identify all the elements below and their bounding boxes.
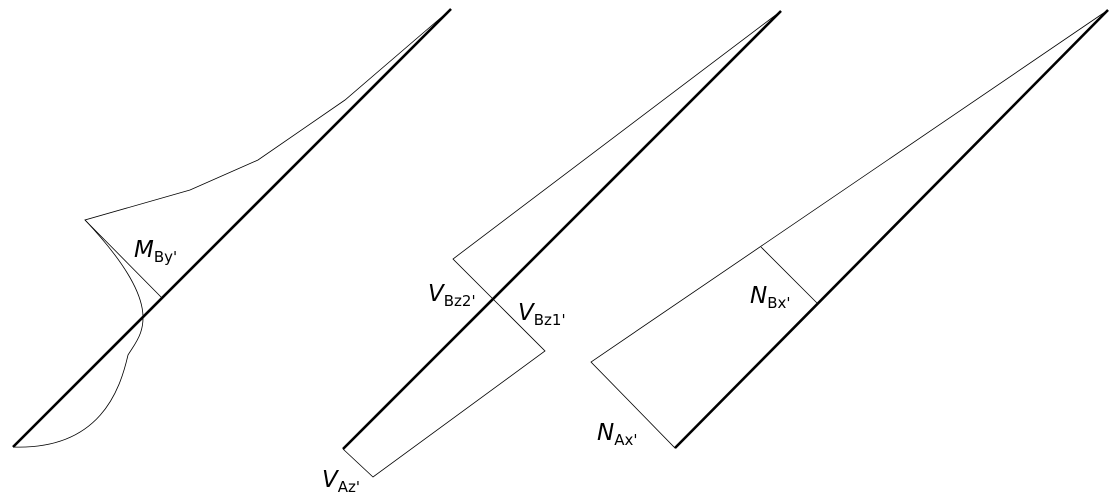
- shear-label-bz2-main: V: [428, 281, 446, 307]
- normal-ordinate-bx: [760, 246, 819, 305]
- shear-label-bz1-main: V: [518, 300, 536, 326]
- moment-label-main: M: [134, 237, 154, 263]
- shear-label-bz1-sub: Bz1': [534, 311, 566, 329]
- normal-diagram: NBx' NAx': [590, 9, 1109, 449]
- normal-label-ax: NAx': [597, 420, 637, 449]
- normal-label-bx: NBx': [750, 283, 791, 312]
- shear-member-axis: [342, 10, 782, 450]
- normal-label-ax-sub: Ax': [614, 431, 637, 449]
- shear-label-az-sub: Az': [338, 478, 360, 496]
- moment-label: MBy': [134, 237, 177, 266]
- shear-outline-lower: [342, 304, 546, 478]
- moment-diagram: MBy': [12, 8, 452, 448]
- shear-label-az-main: V: [322, 467, 340, 493]
- moment-member-axis: [12, 8, 452, 448]
- shear-label-bz2-sub: Bz2': [444, 292, 476, 310]
- moment-label-sub: By': [154, 248, 177, 266]
- normal-label-ax-main: N: [597, 420, 614, 446]
- moment-outline-upper: [84, 8, 452, 299]
- shear-label-az: VAz': [322, 467, 360, 496]
- shear-outline-upper: [452, 10, 782, 306]
- shear-label-bz2: VBz2': [428, 281, 476, 310]
- normal-label-bx-sub: Bx': [767, 294, 790, 312]
- shear-diagram: VBz2' VBz1' VAz': [322, 10, 782, 496]
- shear-label-bz1: VBz1': [518, 300, 566, 329]
- moment-curve-left: [12, 219, 144, 448]
- normal-outline: [590, 9, 1109, 449]
- normal-label-bx-main: N: [750, 283, 767, 309]
